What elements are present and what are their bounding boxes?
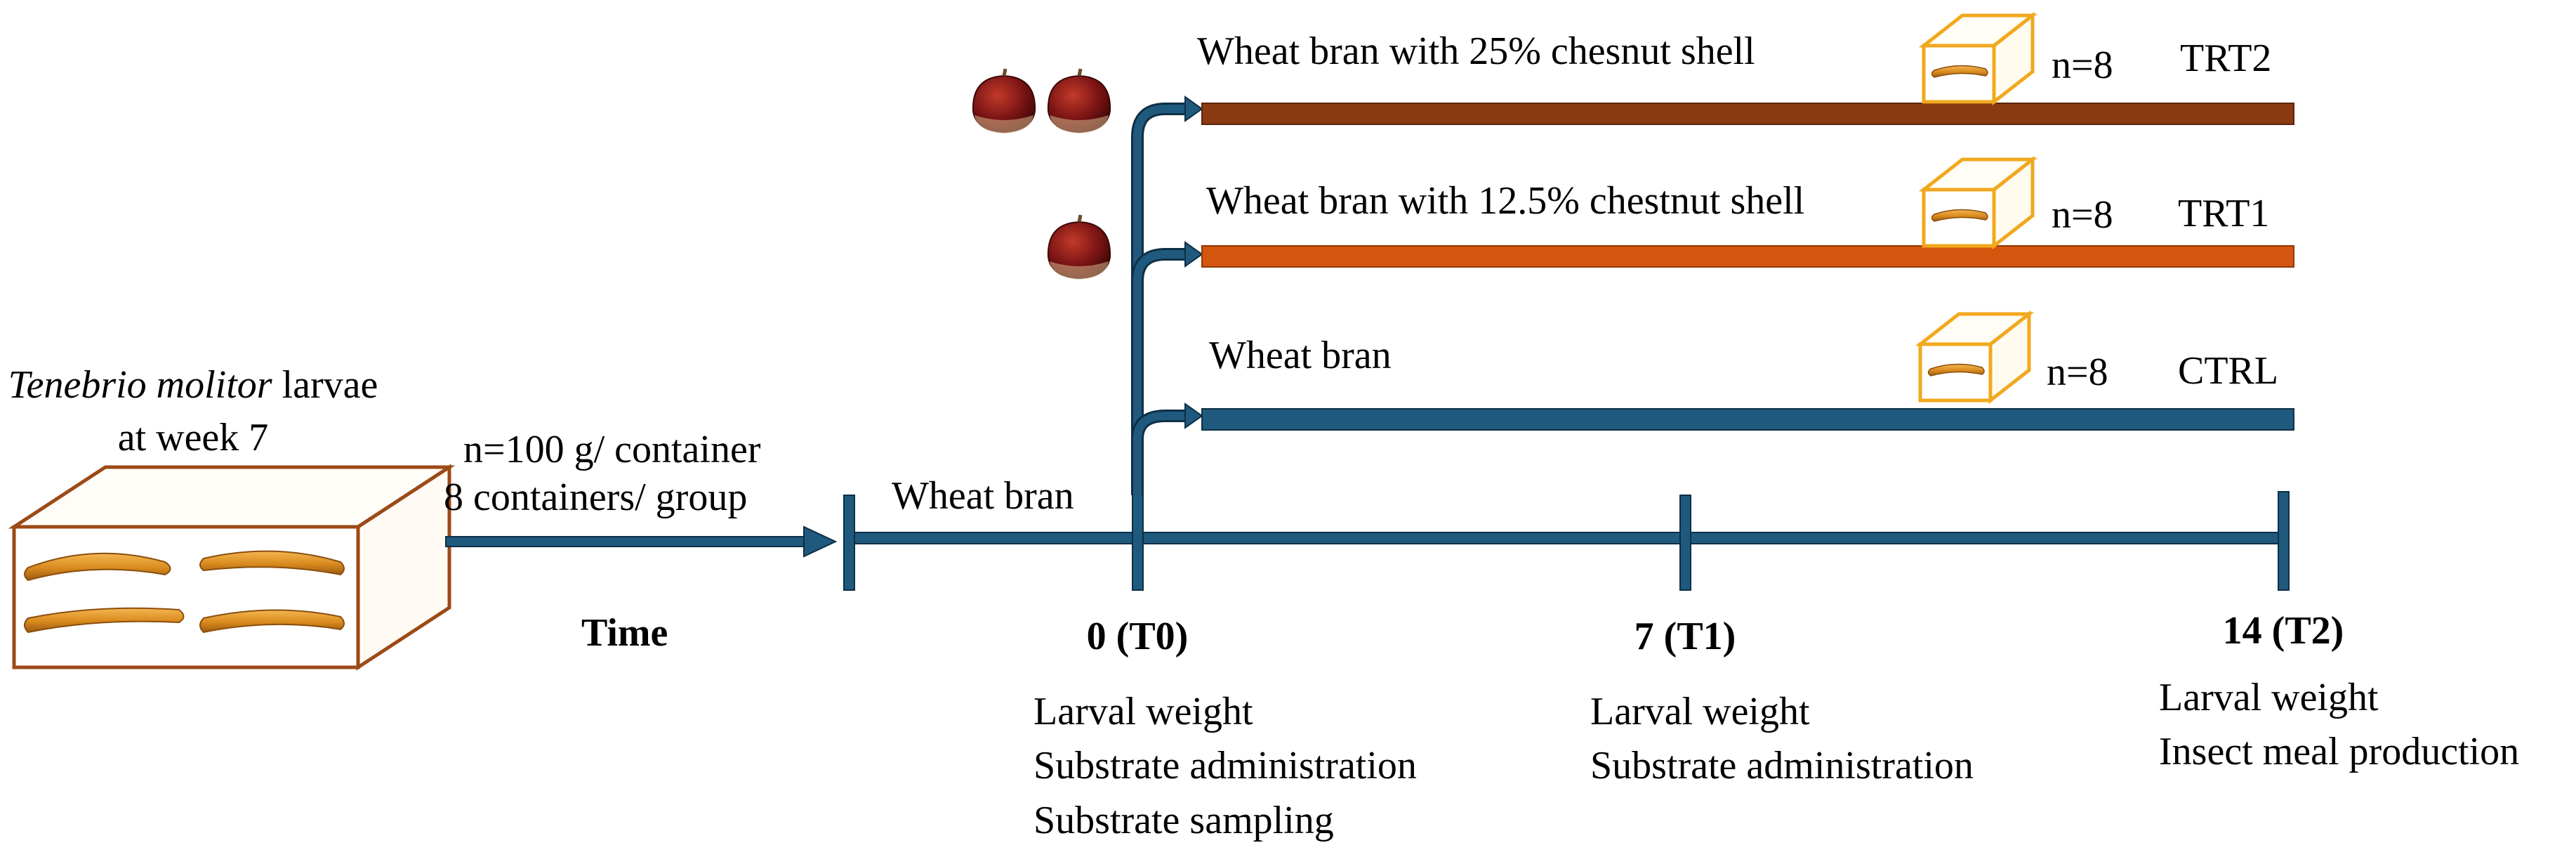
branch-arrow-ctrl (1131, 403, 1203, 440)
treatment-name-trt1: TRT1 (2178, 192, 2270, 235)
mini-container-trt1 (1918, 155, 2038, 250)
treatment-name-ctrl: CTRL (2178, 349, 2279, 393)
timepoint-note: Larval weight (2159, 676, 2379, 719)
treatment-n-trt1: n=8 (2052, 193, 2113, 237)
pre-period-label: Wheat bran (892, 474, 1074, 518)
timepoint-note: Substrate administration (1033, 744, 1417, 787)
treatment-bar-trt1 (1201, 245, 2294, 268)
time-label: Time (581, 611, 668, 655)
larvae-title: Tenebrio molitor larvae (8, 365, 378, 405)
treatment-n-ctrl: n=8 (2047, 351, 2108, 394)
treatment-bar-trt2 (1201, 103, 2294, 125)
treatment-name-trt2: TRT2 (2180, 37, 2272, 80)
treatment-label-trt1: Wheat bran with 12.5% chestnut shell (1206, 179, 1805, 223)
timepoint-note: Larval weight (1590, 690, 1810, 733)
mini-container-trt2 (1918, 11, 2038, 106)
larva-icon (24, 552, 171, 582)
main-timeline (843, 491, 2290, 591)
arrow-label-line1: n=100 g/ container (463, 428, 761, 471)
chestnut-icon (1047, 214, 1111, 280)
species-name: Tenebrio molitor (8, 363, 272, 407)
treatment-label-ctrl: Wheat bran (1209, 334, 1392, 377)
timepoint-label-t0: 0 (T0) (1086, 615, 1189, 658)
larvae-word: larvae (272, 363, 378, 407)
timepoint-note: Substrate administration (1590, 744, 1974, 787)
arrow-label-line2: 8 containers/ group (444, 476, 748, 519)
larvae-container (8, 464, 456, 671)
treatment-bar-ctrl (1201, 408, 2294, 431)
larva-icon (24, 607, 185, 634)
chestnut-icon (1047, 68, 1111, 133)
mini-container-ctrl (1915, 310, 2035, 405)
treatment-label-trt2: Wheat bran with 25% chesnut shell (1197, 30, 1755, 73)
timepoint-label-t2: 14 (T2) (2222, 609, 2344, 653)
branch-stem (1131, 96, 1203, 495)
larva-icon (199, 550, 345, 576)
branch-arrow-trt1 (1131, 241, 1203, 282)
timepoint-note: Insect meal production (2159, 730, 2520, 773)
larvae-age: at week 7 (117, 416, 269, 459)
timepoint-note: Substrate sampling (1033, 799, 1334, 842)
larva-icon (199, 609, 345, 634)
treatment-n-trt2: n=8 (2052, 44, 2113, 87)
timepoint-note: Larval weight (1033, 690, 1253, 733)
transfer-arrow (445, 525, 838, 558)
timepoint-label-t1: 7 (T1) (1634, 615, 1736, 658)
chestnut-icon (972, 68, 1036, 133)
